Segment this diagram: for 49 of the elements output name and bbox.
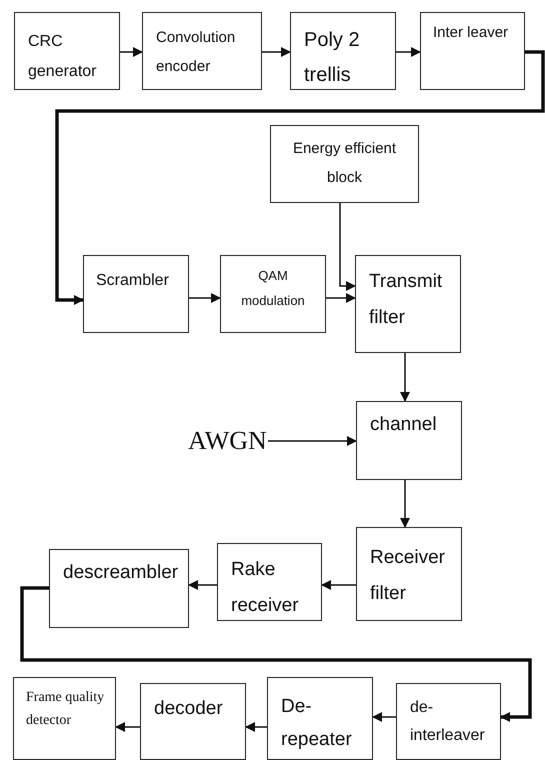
arrow (326, 293, 356, 303)
arrow (321, 580, 356, 590)
arrow (400, 353, 410, 402)
arrow (189, 293, 221, 303)
process-box (217, 543, 322, 621)
block-label: Scrambler (96, 271, 170, 291)
block-label: channel (370, 413, 438, 437)
process-box (49, 549, 189, 628)
arrow (20, 586, 532, 722)
process-box (290, 12, 396, 90)
block-label: Receiver filter (370, 546, 446, 606)
arrow (120, 47, 143, 57)
block-label: CRC generator (28, 32, 98, 82)
arrow (339, 203, 356, 291)
arrow (400, 480, 410, 528)
block-label: Inter leaver (433, 23, 510, 43)
arrow (372, 712, 396, 722)
arrow (245, 722, 267, 732)
process-box (267, 677, 373, 760)
process-box (355, 255, 461, 353)
process-box (220, 255, 326, 333)
arrow (188, 580, 217, 590)
process-box (356, 401, 462, 480)
process-box (83, 255, 189, 333)
process-box (142, 12, 262, 90)
block-label: QAM modulation (240, 267, 306, 310)
block-label: decoder (154, 697, 224, 721)
process-box (270, 125, 419, 203)
arrow (268, 436, 357, 446)
block-label: de-interleaver (410, 698, 486, 746)
block-label: Poly 2 trellis (304, 28, 361, 88)
block-label: De-repeater (281, 695, 353, 752)
block-label: Rake receiver (231, 558, 300, 618)
process-box (356, 527, 462, 621)
arrow (55, 50, 545, 305)
block-label: Convolution encoder (156, 28, 236, 78)
block-label: Energy efficient block (292, 139, 398, 188)
process-box (14, 12, 120, 90)
block-label: Transmit filter (369, 270, 444, 330)
block-label: Frame quality detector (26, 689, 106, 730)
process-box (396, 683, 501, 760)
process-box (140, 683, 246, 760)
arrow (396, 47, 421, 57)
process-box (420, 12, 525, 90)
process-box (13, 677, 116, 760)
arrow (262, 47, 291, 57)
block-label: descreambler (63, 561, 180, 585)
arrow (115, 722, 140, 732)
input-label: AWGN (188, 425, 268, 457)
